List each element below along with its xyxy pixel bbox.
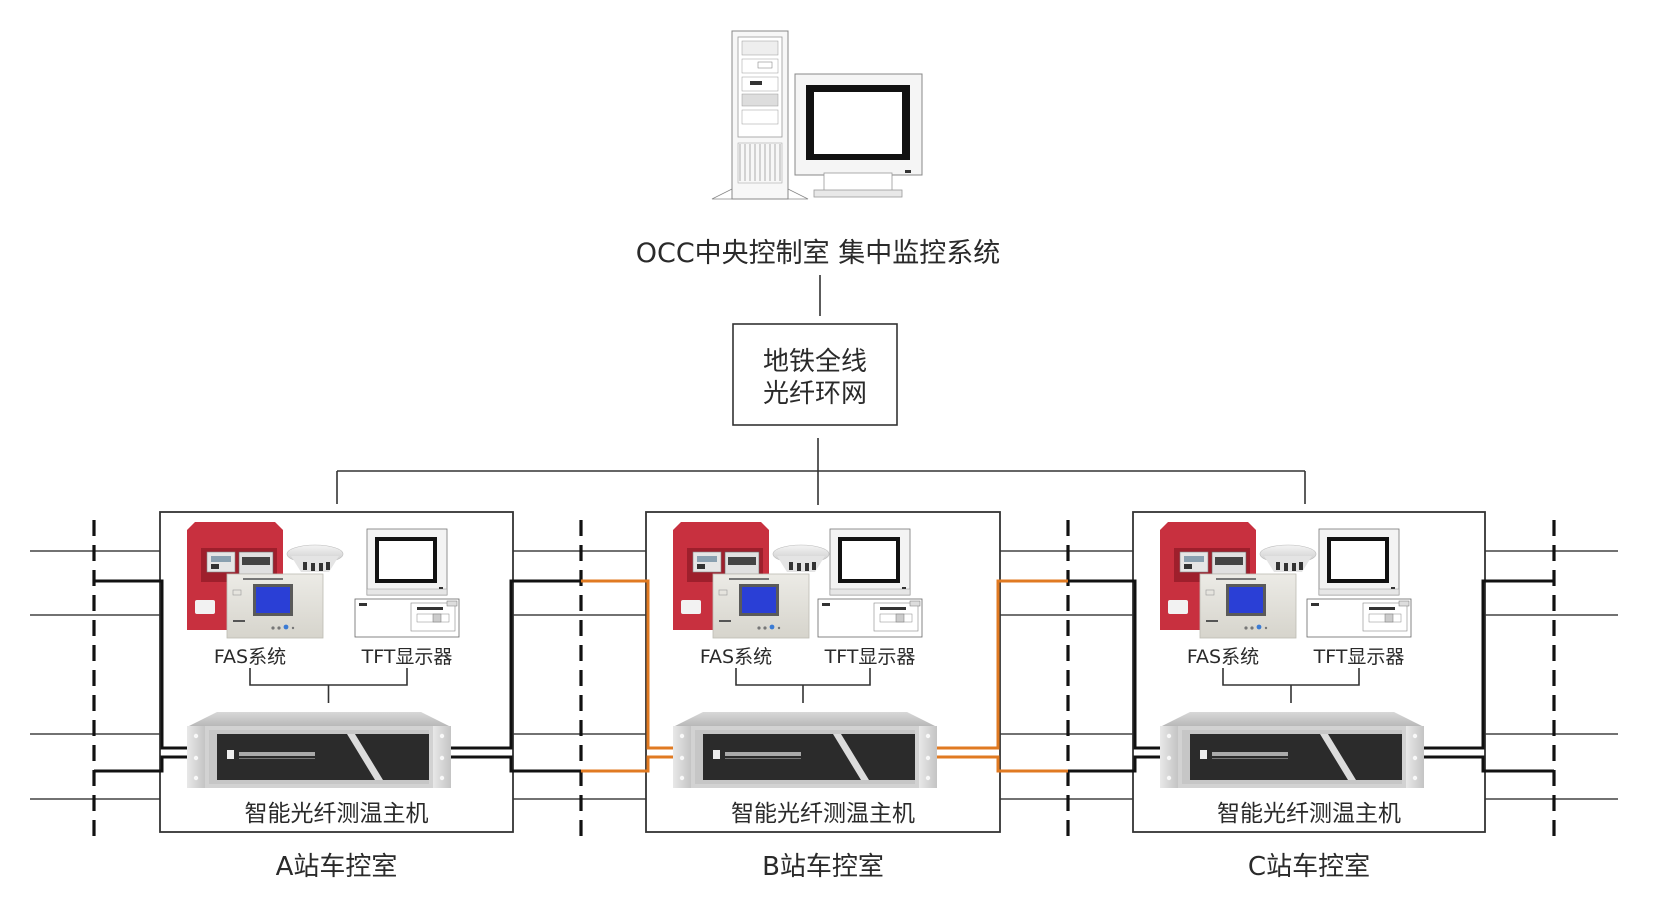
fiber-link-left-lower xyxy=(1068,755,1160,773)
tft-monitor-icon xyxy=(1306,528,1412,638)
device-bus-connector xyxy=(249,668,408,703)
fiber-link-left-lower xyxy=(581,755,673,773)
fiber-link-right-lower xyxy=(937,755,1068,773)
fiber-ring-lines xyxy=(30,550,1618,800)
fiber-link-left-upper xyxy=(581,579,673,750)
fiber-link-left-lower xyxy=(94,755,187,773)
host-label: 智能光纤测温主机 xyxy=(1217,801,1401,827)
fiber-link-left-upper xyxy=(94,579,187,750)
station-name: A站车控室 xyxy=(276,852,398,882)
sensing-fiber-links xyxy=(94,579,1554,773)
fiber-link-right-lower xyxy=(451,755,581,773)
tft-label: TFT显示器 xyxy=(1313,646,1405,668)
tft-monitor-icon xyxy=(354,528,460,638)
occ-workstation-icon xyxy=(711,30,923,200)
tft-monitor-icon xyxy=(817,528,923,638)
fiber-link-left-upper xyxy=(1068,579,1160,750)
fas-label: FAS系统 xyxy=(214,646,286,668)
tft-label: TFT显示器 xyxy=(361,646,453,668)
station-name: B站车控室 xyxy=(762,852,884,882)
occ-monitor-icon xyxy=(794,73,923,198)
fiber-link-right-upper xyxy=(451,579,581,750)
tft-label: TFT显示器 xyxy=(824,646,916,668)
ring-network-label-line2: 光纤环网 xyxy=(763,379,867,409)
station-boundaries xyxy=(92,520,1556,838)
host-label: 智能光纤测温主机 xyxy=(245,801,429,827)
occ-label: OCC中央控制室 集中监控系统 xyxy=(636,238,1001,269)
fiber-temperature-host-icon xyxy=(187,712,451,788)
device-bus-connector xyxy=(1222,668,1360,703)
ring-network-label-line1: 地铁全线 xyxy=(763,347,867,377)
ring-to-stations-bus xyxy=(336,438,1306,505)
station-name: C站车控室 xyxy=(1248,852,1370,882)
fas-label: FAS系统 xyxy=(1187,646,1259,668)
fiber-link-right-lower xyxy=(1424,755,1554,773)
device-bus-connector xyxy=(735,668,871,703)
fiber-link-right-upper xyxy=(1424,579,1554,750)
fiber-temperature-host-icon xyxy=(673,712,937,788)
host-label: 智能光纤测温主机 xyxy=(731,801,915,827)
fas-label: FAS系统 xyxy=(700,646,772,668)
fiber-temperature-host-icon xyxy=(1160,712,1424,788)
fiber-link-right-upper xyxy=(937,579,1068,750)
ring-network-node: 地铁全线 光纤环网 xyxy=(732,323,898,426)
